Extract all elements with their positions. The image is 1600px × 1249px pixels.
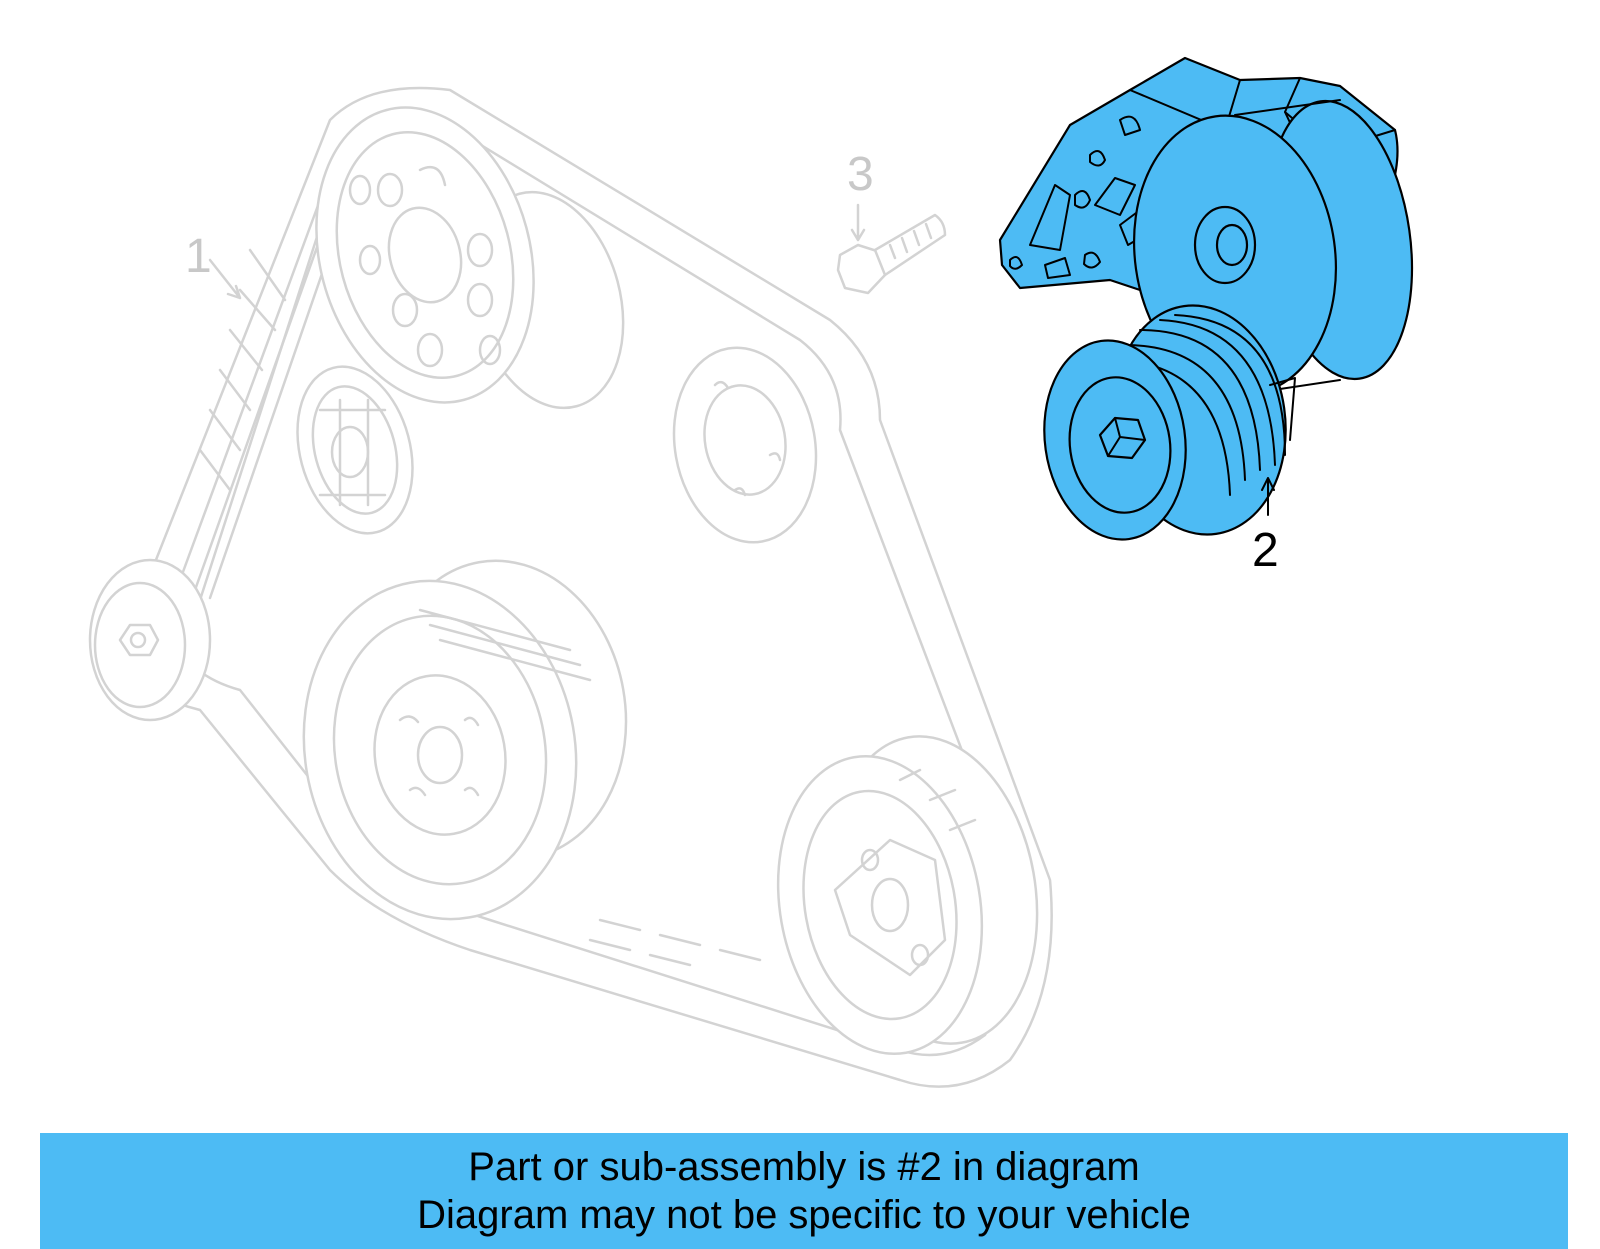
callout-3-arrow (850, 203, 866, 242)
top-pulley (315, 106, 625, 410)
parts-diagram: 1 3 2 (88, 56, 1429, 1088)
bolt-shank (873, 213, 947, 277)
left-idler-pulley (296, 365, 414, 535)
callout-1-arrow (208, 258, 242, 300)
banner-line-1: Part or sub-assembly is #2 in diagram (468, 1145, 1140, 1189)
right-idler-pulley (672, 346, 818, 544)
lower-right-pulley (776, 735, 1039, 1055)
bolt-head (836, 243, 887, 295)
far-left-pulley (88, 558, 212, 722)
belt-bottom-texture (588, 918, 762, 967)
callout-1-label: 1 (185, 230, 212, 283)
belt-rib-lines (178, 198, 346, 600)
pulley-grooves (1109, 314, 1286, 496)
belt-outer-outline (98, 86, 1053, 1088)
bolt-part: 3 (836, 148, 947, 295)
callout-2-label: 2 (1252, 524, 1279, 577)
info-banner: Part or sub-assembly is #2 in diagram Di… (40, 1133, 1568, 1249)
callout-3-label: 3 (847, 148, 874, 201)
callout-2-arrow (1261, 477, 1275, 516)
belt-tensioner-part[interactable] (998, 56, 1429, 549)
center-large-pulley (302, 559, 628, 921)
banner-line-2: Diagram may not be specific to your vehi… (417, 1193, 1191, 1237)
serpentine-belt-assembly (88, 86, 1053, 1088)
